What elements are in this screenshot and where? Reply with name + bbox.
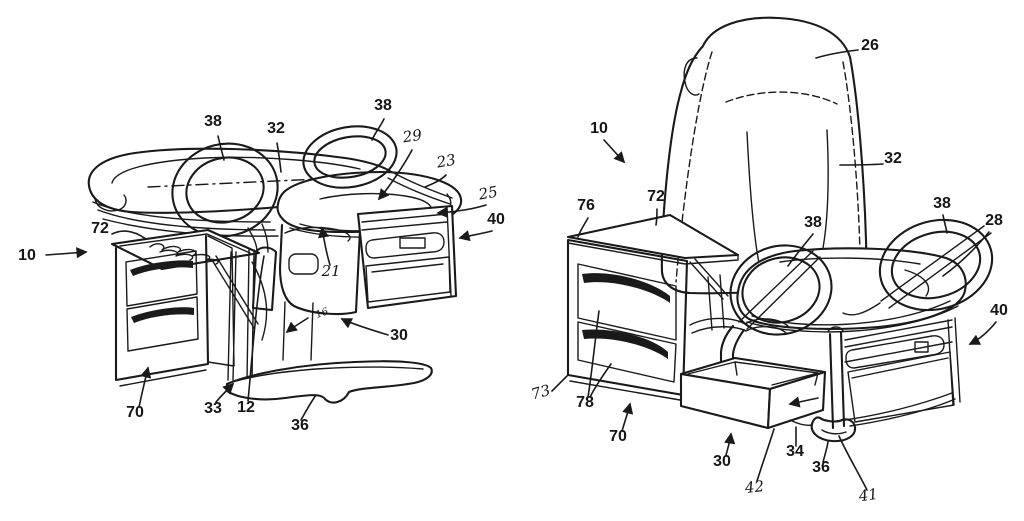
- stirrup-ring-right-chair: [842, 218, 994, 316]
- side-drawer-unit: [356, 204, 458, 310]
- ref-numeral-70: 70: [609, 428, 627, 445]
- fig-right-labels: 26 10 32 76 72 38 38 28 40 73 78 70 30 42 34 36 41: [529, 37, 1008, 505]
- ref-numeral-23: 23: [434, 151, 457, 172]
- ref-numeral-40: 40: [487, 211, 505, 228]
- base-foot: [789, 392, 956, 443]
- ref-numeral-70: 70: [126, 404, 144, 421]
- ref-numeral-72: 72: [91, 220, 109, 237]
- ref-numeral-38: 38: [374, 97, 392, 114]
- ref-numeral-25: 25: [476, 183, 499, 204]
- ref-numeral-38: 38: [804, 214, 822, 231]
- stirrup-ring-left: [171, 142, 279, 312]
- ref-numeral-34: 34: [786, 443, 804, 460]
- leaders-right: [551, 49, 997, 491]
- ref-numeral-73: 73: [529, 381, 552, 403]
- ref-numeral-38: 38: [933, 195, 951, 212]
- stirrup-ring-left-chair: [719, 244, 833, 384]
- seat-base: [278, 223, 362, 316]
- ref-numeral-30: 30: [713, 453, 731, 470]
- cabinet: [110, 228, 261, 387]
- ref-numeral-78: 78: [576, 394, 594, 411]
- ref-numeral-28: 28: [985, 212, 1003, 229]
- ref-numeral-36: 36: [812, 459, 830, 476]
- backrest: [660, 16, 868, 295]
- ref-numeral-38: 38: [204, 113, 222, 130]
- stirrup-ring-right: [302, 125, 453, 205]
- ref-numeral-36: 36: [291, 417, 309, 434]
- ref-numeral-26: 26: [861, 37, 879, 54]
- ref-numeral-10: 10: [590, 120, 608, 137]
- ref-numeral-30: 30: [390, 327, 408, 344]
- ref-numeral-21: 21: [320, 262, 340, 280]
- ref-numeral-29: 29: [401, 126, 424, 147]
- ref-numeral-32: 32: [884, 150, 902, 167]
- ref-numeral-41: 41: [857, 485, 879, 506]
- ref-numeral-40: 40: [990, 302, 1008, 319]
- ref-numeral-76: 76: [577, 197, 595, 214]
- foot-tray: [225, 360, 433, 404]
- ref-numeral-12: 12: [237, 399, 255, 416]
- ref-numeral-42: 42: [743, 477, 765, 497]
- fig-left-drawing: 10 38 32 38 29 23 25 40 72 21 16 30 70 33 12 36: [18, 97, 505, 434]
- ref-numeral-32: 32: [267, 120, 285, 137]
- ref-numeral-72: 72: [647, 188, 665, 205]
- cabinet-right-fig: [566, 213, 740, 401]
- ref-numeral-10: 10: [18, 247, 36, 264]
- leaders-left: [45, 118, 493, 421]
- step-drawer: [679, 356, 827, 430]
- ref-numeral-16: 16: [314, 306, 330, 321]
- fig-left-labels: 10 38 32 38 29 23 25 40 72 21 16 30 70 33 12 36: [18, 97, 505, 434]
- ref-numeral-33: 33: [204, 400, 222, 417]
- pull-handle: [689, 317, 789, 334]
- fig-right-drawing: 26 10 32 76 72 38 38 28 40 73 78 70 30 42 34 36 41: [529, 16, 1008, 505]
- chair-base-frame: [827, 317, 961, 430]
